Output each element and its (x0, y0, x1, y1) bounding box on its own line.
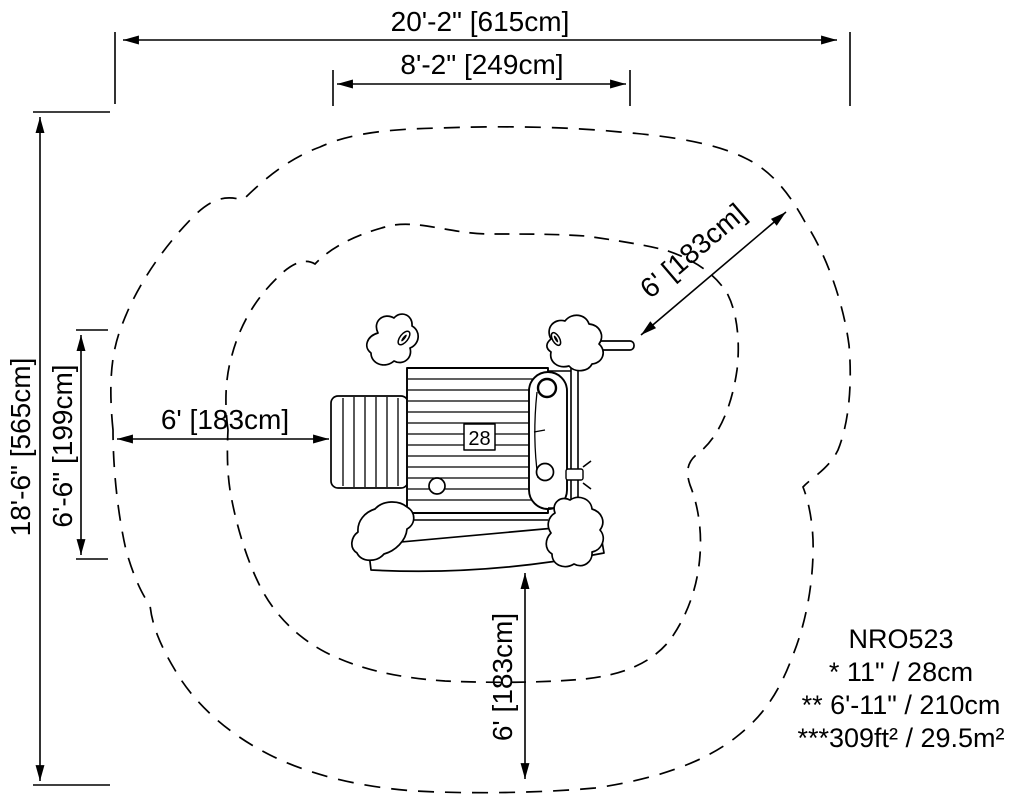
dimension-platform-width-label: 8'-2" [249cm] (400, 49, 563, 80)
rock-bottom-right (545, 496, 605, 568)
rock-top-right (546, 314, 605, 372)
dimension-clearance-left-label: 6' [183cm] (161, 404, 289, 435)
dimension-clearance-bottom: 6' [183cm] (487, 573, 530, 779)
notes-block: NRO523 * 11" / 28cm ** 6'-11" / 210cm **… (797, 624, 1004, 753)
crawl-tunnel-ribs (342, 397, 399, 487)
model-number: NRO523 (848, 624, 953, 654)
note-fall-height: * 11" / 28cm (829, 657, 973, 687)
dimension-structure-depth-label: 6'-6" [199cm] (47, 364, 78, 527)
use-zone-boundaries (110, 125, 852, 794)
dimension-clearance-diagonal-label: 6' [183cm] (634, 197, 752, 304)
slide-detail-tick (533, 429, 546, 433)
post-clamp (565, 468, 584, 481)
deck-post-cap (428, 477, 446, 495)
dimension-overall-width: 20'-2" [615cm] (114, 6, 851, 106)
slide-top-ring (536, 377, 558, 399)
deck-number-plate: 28 (463, 423, 496, 451)
dimension-overall-depth-label: 18'-6" [565cm] (5, 358, 36, 537)
equipment-structure: 28 (330, 313, 635, 573)
dimension-structure-depth: 6'-6" [199cm] (47, 329, 108, 560)
dimension-platform-width: 8'-2" [249cm] (332, 49, 631, 106)
dimension-overall-width-label: 20'-2" [615cm] (391, 6, 570, 37)
slide-mid-cap (535, 462, 555, 482)
slide (528, 371, 568, 510)
dimension-clearance-bottom-label: 6' [183cm] (487, 613, 518, 741)
climbing-rocks (351, 313, 605, 568)
rock-bottom-left (351, 501, 415, 562)
rock-top-left (365, 313, 419, 366)
dimension-line (640, 211, 787, 336)
dimension-clearance-diagonal: 6' [183cm] (634, 197, 787, 336)
bottom-panel (367, 523, 605, 573)
use-zone-inner-boundary (225, 223, 740, 684)
use-zone-outer-boundary (110, 125, 852, 794)
dimension-clearance-left: 6' [183cm] (117, 404, 329, 444)
crawl-tunnel (330, 395, 409, 489)
note-use-zone-area: ***309ft² / 29.5m² (797, 723, 1004, 753)
rock-grip-top-left (397, 330, 411, 346)
rock-grip-top-right (550, 331, 562, 347)
dimension-overall-depth: 18'-6" [565cm] (5, 111, 110, 786)
note-equipment-height: ** 6'-11" / 210cm (802, 690, 1001, 720)
deck-number: 28 (468, 428, 490, 450)
